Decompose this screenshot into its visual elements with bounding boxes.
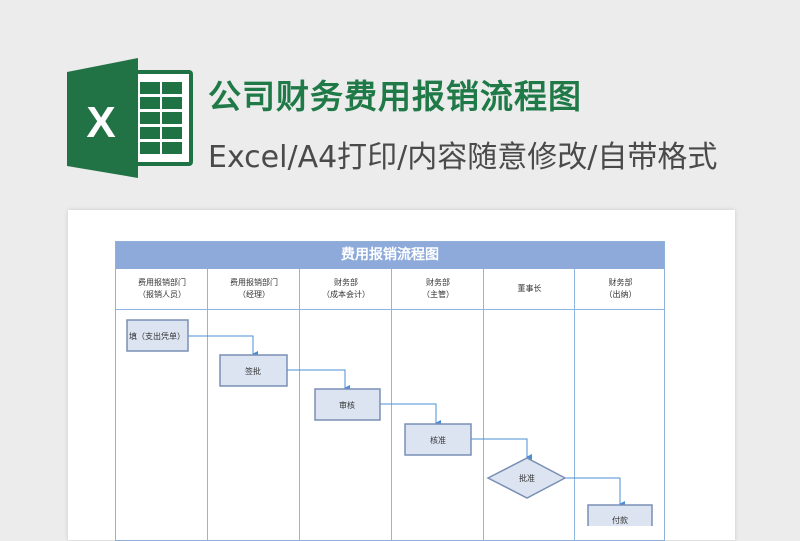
- flowchart-diagram: 填（支出凭单） 签批 审核 核准 批准 付款: [126, 319, 653, 526]
- step-review: [314, 388, 381, 421]
- step-label: 审核: [339, 400, 355, 410]
- step-label: 核准: [430, 435, 446, 445]
- lane-divider: [116, 269, 484, 540]
- flow-arrow: [188, 335, 258, 357]
- page-subtitle: Excel/A4打印/内容随意修改/自带格式: [208, 140, 718, 175]
- flow-arrow: [565, 477, 625, 507]
- lane-divider: [116, 269, 575, 540]
- step-label: 批准: [519, 473, 535, 483]
- lane-role: （经理）: [238, 290, 270, 299]
- decision-approve: [486, 457, 567, 499]
- flowchart-table: 费用报销流程图 费用报销部门 （报销人员） 费用报销部门 （经理） 财务部 （成本会计…: [115, 241, 665, 541]
- lane-divider: [116, 269, 300, 540]
- step-authorize: [404, 423, 472, 456]
- lane-header: 财务部 （成本会计）: [300, 269, 392, 309]
- lane-header: 财务部 （主管）: [392, 269, 484, 309]
- step-label: 付款: [612, 515, 628, 525]
- step-label: 签批: [245, 366, 261, 376]
- step-label: 填（支出凭单）: [129, 331, 185, 341]
- lane-name: 费用报销部门: [138, 278, 186, 287]
- flow-arrow: [471, 438, 532, 460]
- step-fill-voucher: [126, 319, 189, 352]
- lane-header: 费用报销部门 （报销人员）: [116, 269, 208, 309]
- lane-role: （主管）: [422, 290, 454, 299]
- lane-header: 董事长: [484, 269, 575, 309]
- header-row-border: [116, 269, 664, 310]
- svg-text:X: X: [86, 98, 115, 147]
- lane-role: （成本会计）: [322, 290, 370, 299]
- lane-role: （出纳）: [604, 290, 637, 299]
- flow-arrow: [380, 403, 441, 426]
- lane-header: 费用报销部门 （经理）: [208, 269, 300, 309]
- lane-header: 财务部 （出纳）: [575, 269, 666, 309]
- excel-logo-icon: X: [67, 58, 193, 178]
- lane-name: 财务部: [608, 278, 633, 287]
- lane-name: 费用报销部门: [230, 278, 278, 287]
- lane-divider: [116, 269, 208, 540]
- step-sign-approve: [219, 354, 288, 387]
- flowchart-title: 费用报销流程图: [116, 242, 664, 269]
- flow-arrow: [287, 369, 350, 391]
- page-title: 公司财务费用报销流程图: [208, 77, 582, 116]
- lane-name: 财务部: [426, 278, 450, 287]
- lane-role: （报销人员）: [138, 290, 186, 299]
- lane-name: 财务部: [334, 278, 358, 287]
- lane-name: 董事长: [517, 284, 542, 293]
- step-payment: [587, 504, 653, 526]
